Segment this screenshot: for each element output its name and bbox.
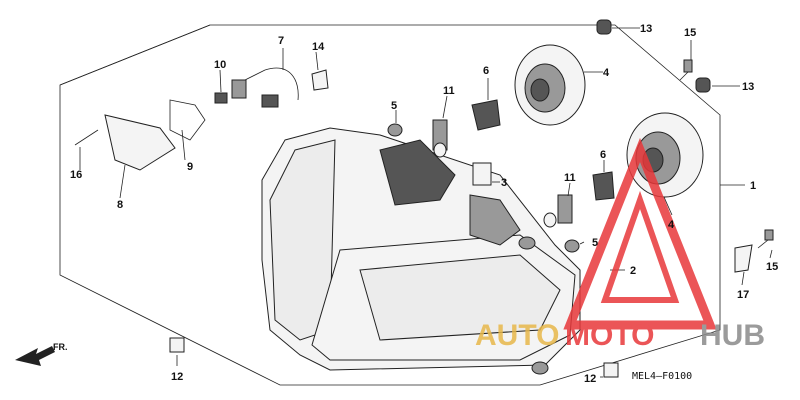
callout-14: 14 [312, 41, 325, 53]
screw-upper [679, 59, 693, 81]
callout-5-upper: 5 [391, 100, 397, 112]
harness-clip [311, 69, 329, 91]
callout-9: 9 [187, 161, 193, 173]
side-cover [104, 114, 176, 171]
dust-cover-upper [514, 44, 586, 126]
seal [169, 99, 206, 141]
callout-11-lower: 11 [564, 172, 576, 184]
callout-16: 16 [70, 169, 82, 181]
socket-lower [592, 171, 615, 201]
nut-left [169, 337, 185, 353]
callout-15-lower: 15 [766, 261, 778, 273]
screw-16 [74, 129, 99, 146]
frame-outline [59, 24, 721, 386]
watermark-text-moto: MOTO [565, 319, 654, 352]
nut-right [603, 362, 619, 378]
grommet-upper [596, 19, 612, 35]
position-bulb [214, 92, 228, 104]
callout-13-upper: 13 [640, 23, 652, 35]
callout-2: 2 [630, 265, 636, 277]
callout-1: 1 [750, 180, 756, 192]
callout-7: 7 [278, 35, 284, 47]
callout-4-lower: 4 [668, 219, 675, 231]
callout-3: 3 [501, 177, 507, 189]
frame-top-left [59, 24, 211, 86]
callout-11-upper: 11 [443, 85, 455, 97]
ring-lower [564, 239, 580, 253]
bulb-lower [543, 194, 573, 228]
callout-12-left: 12 [171, 371, 183, 383]
leader-lines [79, 27, 773, 378]
watermark-text-hub: HUB [700, 319, 765, 352]
callout-4-upper: 4 [603, 67, 610, 79]
callout-6-upper: 6 [483, 65, 489, 77]
bulb-upper [432, 119, 448, 158]
socket-upper [471, 99, 501, 131]
position-light-harness [231, 67, 299, 108]
callout-15-upper: 15 [684, 27, 696, 39]
callout-12-right: 12 [584, 373, 596, 385]
front-arrow-icon [15, 346, 55, 366]
watermark-text-auto: AUTO [475, 319, 559, 352]
ring-upper [387, 123, 403, 137]
clip [472, 162, 492, 186]
callout-5-lower: 5 [592, 237, 598, 249]
watermark-logo: AUTO MOTO HUB [475, 137, 765, 352]
callout-8: 8 [117, 199, 123, 211]
front-indicator: FR. [53, 342, 68, 352]
callout-10: 10 [214, 59, 226, 71]
callout-13-lower: 13 [742, 81, 754, 93]
screw-lower [757, 229, 774, 249]
callout-17: 17 [737, 289, 749, 301]
callout-6-lower: 6 [600, 149, 606, 161]
headlight-assembly [261, 127, 581, 375]
diagram-code: MEL4—F0100 [632, 371, 692, 382]
bracket-17 [734, 244, 753, 273]
grommet-lower [695, 77, 711, 93]
